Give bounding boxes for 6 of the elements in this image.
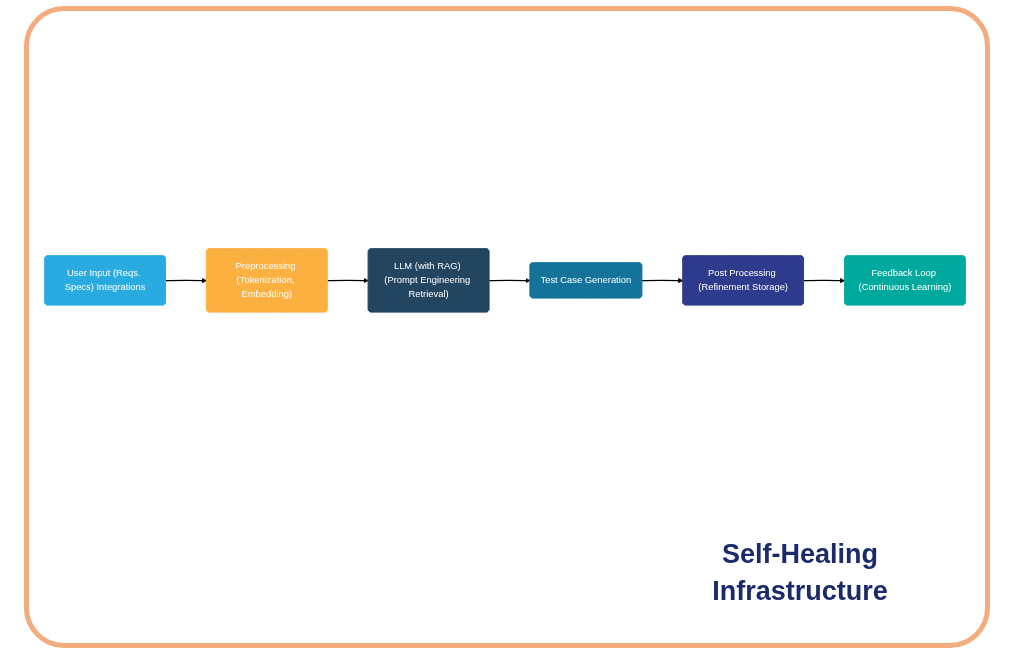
arrow xyxy=(326,277,369,283)
arrow xyxy=(488,277,531,283)
arrow xyxy=(165,277,207,283)
arrow xyxy=(641,277,684,283)
diagram-heading: Self-Healing Infrastructure xyxy=(711,538,889,608)
arrow xyxy=(803,277,846,283)
